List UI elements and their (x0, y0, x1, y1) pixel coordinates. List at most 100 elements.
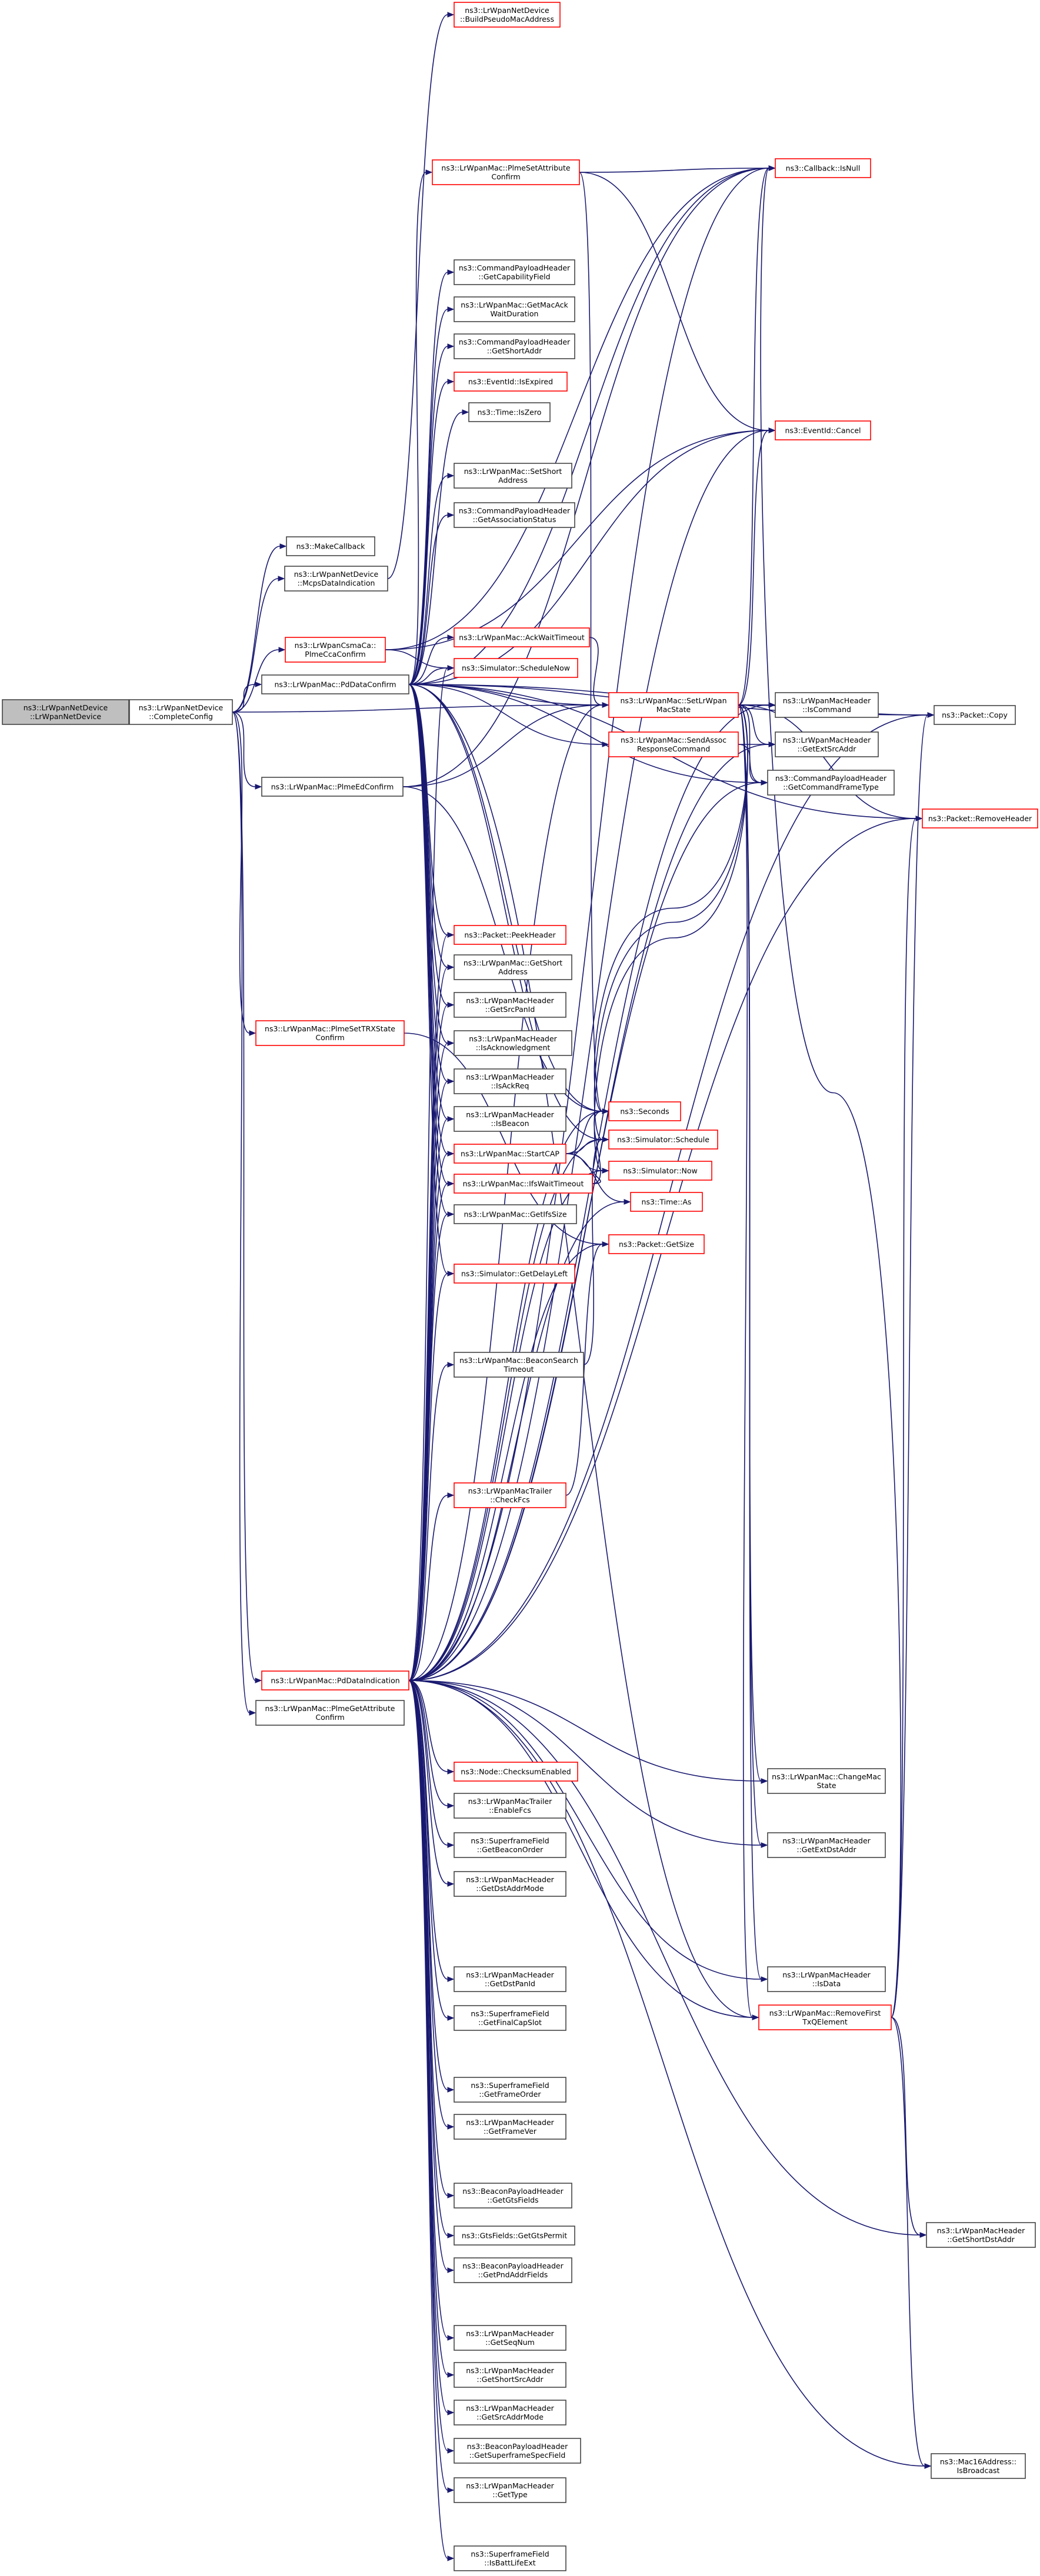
node-is-acknowledgment[interactable]: ns3::LrWpanMacHeader::IsAcknowledgment (454, 1030, 572, 1056)
node-check-fcs[interactable]: ns3::LrWpanMacTrailer::CheckFcs (454, 1482, 566, 1508)
node-pd-data-indication[interactable]: ns3::LrWpanMac::PdDataIndication (261, 1670, 409, 1690)
node-get-frame-ver[interactable]: ns3::LrWpanMacHeader::GetFrameVer (454, 2114, 566, 2140)
node-pd-data-confirm[interactable]: ns3::LrWpanMac::PdDataConfirm (261, 674, 409, 694)
call-edge-set-lr-wpan-mac-state-to-seconds (594, 704, 748, 1114)
node-get-dst-addr-mode[interactable]: ns3::LrWpanMacHeader::GetDstAddrMode (454, 1871, 566, 1897)
node-callback-is-null[interactable]: ns3::Callback::IsNull (775, 158, 871, 178)
call-edge-set-lr-wpan-mac-state-to-remove-header (738, 704, 923, 821)
node-get-capability-field[interactable]: ns3::CommandPayloadHeader::GetCapability… (454, 259, 575, 285)
node-time-is-zero[interactable]: ns3::Time::IsZero (468, 402, 551, 422)
node-schedule[interactable]: ns3::Simulator::Schedule (608, 1130, 718, 1150)
node-schedule-now[interactable]: ns3::Simulator::ScheduleNow (454, 658, 578, 678)
node-label: ns3::LrWpanMacHeader (782, 1836, 871, 1845)
node-enable-fcs[interactable]: ns3::LrWpanMacTrailer::EnableFcs (454, 1793, 566, 1819)
node-get-pnd-addr-fields[interactable]: ns3::BeaconPayloadHeader::GetPndAddrFiel… (454, 2257, 572, 2283)
node-get-assoc-status[interactable]: ns3::CommandPayloadHeader::GetAssociatio… (454, 502, 575, 528)
node-get-delay-left[interactable]: ns3::Simulator::GetDelayLeft (454, 1264, 575, 1284)
node-get-command-frame-type[interactable]: ns3::CommandPayloadHeader::GetCommandFra… (767, 770, 895, 796)
node-label: ns3::LrWpanMacHeader (466, 2404, 554, 2413)
node-packet-get-size[interactable]: ns3::Packet::GetSize (608, 1234, 705, 1254)
node-label: ns3::LrWpanMacHeader (469, 1034, 557, 1043)
call-edge-remove-first-tx-qelement-to-is-broadcast (891, 2017, 932, 2469)
node-label: ns3::LrWpanMac::SendAssoc (621, 736, 726, 744)
node-get-seq-num[interactable]: ns3::LrWpanMacHeader::GetSeqNum (454, 2325, 566, 2351)
node-get-beacon-order[interactable]: ns3::SuperframeField::GetBeaconOrder (454, 1832, 566, 1858)
call-edge-pd-data-indication-to-get-short-dst-addr (408, 1680, 927, 2238)
node-time-as[interactable]: ns3::Time::As (630, 1192, 703, 1212)
node-label: ns3::BeaconPayloadHeader (467, 2442, 568, 2451)
node-build-pseudo[interactable]: ns3::LrWpanNetDevice::BuildPseudoMacAddr… (454, 2, 561, 28)
node-label: Confirm (315, 1713, 344, 1722)
call-edge-pd-data-indication-to-enable-fcs (408, 1680, 455, 1809)
node-get-gts-permit[interactable]: ns3::GtsFields::GetGtsPermit (454, 2226, 575, 2246)
node-is-ack-req[interactable]: ns3::LrWpanMacHeader::IsAckReq (454, 1068, 566, 1094)
node-label: ns3::LrWpanMac::IfsWaitTimeout (463, 1180, 584, 1188)
node-label: ns3::Node::ChecksumEnabled (461, 1768, 571, 1776)
node-get-ext-src-addr[interactable]: ns3::LrWpanMacHeader::GetExtSrcAddr (775, 731, 879, 757)
node-event-id-is-expired[interactable]: ns3::EventId::IsExpired (454, 372, 568, 392)
call-edge-plme-cca-confirm-to-event-id-cancel (385, 427, 776, 650)
node-get-dst-pan-id[interactable]: ns3::LrWpanMacHeader::GetDstPanId (454, 1966, 566, 1992)
node-make-callback[interactable]: ns3::MakeCallback (286, 536, 375, 556)
node-label: ::GetCommandFrameType (783, 783, 879, 791)
node-packet-copy[interactable]: ns3::Packet::Copy (934, 705, 1016, 725)
node-get-ifs-size[interactable]: ns3::LrWpanMac::GetIfsSize (454, 1204, 577, 1224)
call-edge-set-lr-wpan-mac-state-to-callback-is-null (738, 165, 776, 706)
node-label: Confirm (491, 172, 520, 181)
node-get-src-addr-mode[interactable]: ns3::LrWpanMacHeader::GetSrcAddrMode (454, 2400, 566, 2425)
node-plme-ed-confirm[interactable]: ns3::LrWpanMac::PlmeEdConfirm (261, 777, 404, 797)
node-get-final-cap-slot[interactable]: ns3::SuperframeField::GetFinalCapSlot (454, 2005, 566, 2031)
node-peek-header[interactable]: ns3::Packet::PeekHeader (454, 925, 566, 945)
node-get-type[interactable]: ns3::LrWpanMacHeader::GetType (454, 2477, 566, 2503)
node-label: ns3::Packet::RemoveHeader (928, 814, 1032, 823)
call-edge-remove-first-tx-qelement-to-remove-header (891, 816, 923, 2018)
node-label: ns3::SuperframeField (471, 1836, 549, 1845)
node-ack-wait-timeout[interactable]: ns3::LrWpanMac::AckWaitTimeout (454, 627, 590, 647)
node-get-ext-dst-addr[interactable]: ns3::LrWpanMacHeader::GetExtDstAddr (767, 1832, 886, 1858)
node-is-batt-life-ext[interactable]: ns3::SuperframeField::IsBattLifeExt (454, 2545, 566, 2571)
node-checksum-enabled[interactable]: ns3::Node::ChecksumEnabled (454, 1762, 578, 1782)
node-start-cap[interactable]: ns3::LrWpanMac::StartCAP (454, 1144, 566, 1164)
node-label: ns3::GtsFields::GetGtsPermit (462, 2231, 567, 2240)
call-edge-pd-data-indication-to-is-data (408, 1680, 768, 1982)
node-is-command[interactable]: ns3::LrWpanMacHeader::IsCommand (775, 692, 879, 718)
node-complete-config[interactable]: ns3::LrWpanNetDevice::CompleteConfig (129, 699, 233, 725)
call-edge-pd-data-confirm-to-set-lr-wpan-mac-state (408, 684, 609, 708)
node-plme-cca-confirm[interactable]: ns3::LrWpanCsmaCa::PlmeCcaConfirm (285, 637, 386, 663)
node-is-broadcast[interactable]: ns3::Mac16Address::IsBroadcast (931, 2453, 1026, 2479)
node-is-data[interactable]: ns3::LrWpanMacHeader::IsData (767, 1966, 886, 1992)
node-cph-get-short-addr[interactable]: ns3::CommandPayloadHeader::GetShortAddr (454, 333, 575, 359)
node-event-id-cancel[interactable]: ns3::EventId::Cancel (775, 420, 871, 440)
node-ifs-wait-timeout[interactable]: ns3::LrWpanMac::IfsWaitTimeout (454, 1174, 593, 1194)
node-mcps-data-indication[interactable]: ns3::LrWpanNetDevice::McpsDataIndication (284, 566, 388, 592)
node-label: ns3::LrWpanMacTrailer (468, 1486, 552, 1495)
node-seconds[interactable]: ns3::Seconds (608, 1101, 681, 1121)
node-sim-now[interactable]: ns3::Simulator::Now (608, 1161, 712, 1181)
node-get-superframe-spec[interactable]: ns3::BeaconPayloadHeader::GetSuperframeS… (454, 2438, 581, 2464)
node-label: ns3::LrWpanMac::GetShort (464, 958, 562, 967)
node-get-short-src-addr[interactable]: ns3::LrWpanMacHeader::GetShortSrcAddr (454, 2362, 566, 2388)
call-edge-complete-config-to-plme-cca-confirm (232, 647, 286, 713)
node-get-src-pan-id[interactable]: ns3::LrWpanMacHeader::GetSrcPanId (454, 992, 566, 1018)
node-remove-header[interactable]: ns3::Packet::RemoveHeader (922, 808, 1038, 828)
node-label: ns3::LrWpanMac::PlmeEdConfirm (271, 783, 394, 791)
node-is-beacon[interactable]: ns3::LrWpanMacHeader::IsBeacon (454, 1106, 566, 1132)
node-get-short-dst-addr[interactable]: ns3::LrWpanMacHeader::GetShortDstAddr (926, 2222, 1036, 2248)
node-get-frame-order[interactable]: ns3::SuperframeField::GetFrameOrder (454, 2077, 566, 2103)
call-edge-complete-config-to-plme-ed-confirm (232, 711, 262, 790)
node-label: WaitDuration (491, 309, 539, 318)
call-edge-pd-data-indication-to-change-mac-state (408, 1680, 768, 1784)
node-get-gts-fields[interactable]: ns3::BeaconPayloadHeader::GetGtsFields (454, 2183, 572, 2209)
